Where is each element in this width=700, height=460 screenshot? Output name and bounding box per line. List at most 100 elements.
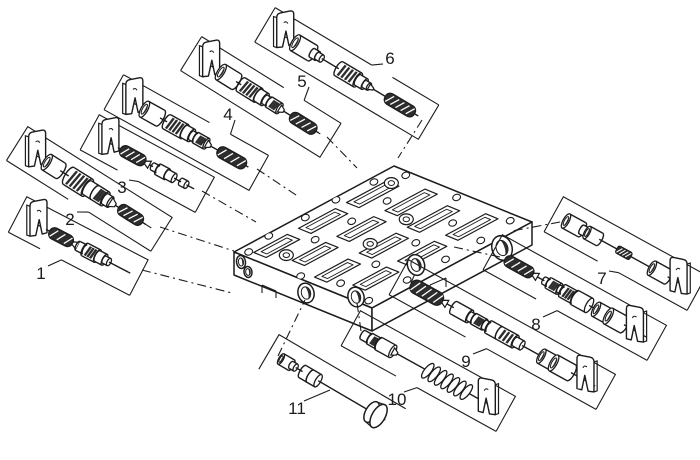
- shape: [217, 149, 227, 156]
- shape: [669, 256, 688, 295]
- callout-7-bracket: [511, 195, 700, 311]
- line: [299, 34, 318, 46]
- valve-stem: [396, 353, 424, 369]
- shape: [477, 318, 485, 327]
- shape: [292, 37, 299, 48]
- bore-plug: [646, 260, 674, 285]
- shape: [511, 261, 521, 269]
- shape: [177, 177, 184, 187]
- shape: [543, 195, 700, 311]
- shape: [6, 125, 173, 252]
- shape: [555, 284, 562, 294]
- valve-taper: [366, 83, 375, 91]
- shape: [26, 204, 31, 237]
- line: [159, 117, 168, 123]
- shape: [74, 240, 81, 251]
- shape: [36, 209, 42, 213]
- line: [245, 165, 249, 168]
- shape: [79, 149, 196, 213]
- shape: [272, 102, 280, 111]
- shape: [432, 295, 444, 304]
- shape: [245, 84, 256, 97]
- line: [603, 323, 621, 334]
- shape: [72, 175, 86, 190]
- shape: [449, 300, 458, 315]
- bore-plug: [214, 63, 243, 91]
- line: [59, 170, 70, 177]
- retainer-clip: [576, 354, 598, 393]
- valve-stem: [295, 367, 303, 373]
- shape: [389, 98, 400, 106]
- bolt-hole: [411, 239, 421, 247]
- shape: [161, 114, 172, 130]
- line: [81, 255, 95, 263]
- shape: [511, 336, 518, 347]
- plug-head: [363, 400, 388, 429]
- shape: [484, 320, 493, 334]
- shape: [366, 83, 375, 91]
- bore-plug: [547, 354, 578, 382]
- assembly-9: [409, 279, 598, 393]
- line: [87, 242, 101, 251]
- shape: [261, 94, 268, 105]
- shape: [550, 358, 557, 368]
- valve-stem: [210, 145, 219, 151]
- line: [548, 370, 568, 382]
- assembly-2: [24, 129, 152, 229]
- line: [236, 90, 255, 103]
- line: [356, 302, 362, 332]
- oil-channel-inner: [452, 216, 492, 238]
- line: [375, 349, 390, 359]
- shape: [480, 319, 488, 330]
- line: [542, 310, 558, 318]
- shape: [83, 180, 100, 200]
- line: [272, 96, 283, 105]
- callout-7-label: 7: [597, 269, 606, 288]
- shape: [503, 255, 535, 279]
- shape: [427, 291, 438, 300]
- line: [160, 163, 171, 170]
- valve-spring: [48, 227, 75, 248]
- shape: [531, 272, 541, 282]
- shape: [133, 216, 144, 223]
- shape: [563, 288, 573, 299]
- shape: [389, 346, 399, 356]
- shape: [68, 172, 82, 188]
- shape: [254, 7, 276, 43]
- callout-6-bracket: [254, 7, 440, 159]
- shape: [625, 304, 645, 343]
- shape: [24, 134, 29, 168]
- shape: [384, 95, 395, 102]
- shape: [201, 39, 221, 78]
- shape: [7, 196, 149, 296]
- shape: [43, 157, 51, 167]
- shape: [108, 127, 114, 131]
- line: [215, 79, 232, 90]
- shape: [410, 282, 421, 291]
- shape: [578, 224, 585, 235]
- callout-1-label: 1: [36, 264, 45, 283]
- shape: [495, 382, 500, 416]
- shape: [168, 119, 179, 131]
- shape: [164, 169, 177, 183]
- retainer-clip: [477, 377, 500, 416]
- shape: [125, 151, 135, 158]
- line: [139, 116, 157, 127]
- valve-spring: [503, 255, 535, 279]
- shape: [305, 369, 315, 383]
- valve-spring: [118, 145, 147, 167]
- bolt-hole: [448, 219, 458, 227]
- shape: [441, 299, 450, 309]
- shape: [477, 377, 497, 416]
- shape: [191, 131, 200, 144]
- shape: [75, 177, 89, 192]
- shape: [354, 290, 361, 303]
- line: [491, 320, 504, 328]
- shape: [29, 198, 48, 237]
- shape: [373, 336, 383, 351]
- bore-plug: [602, 307, 631, 334]
- valve-stem: [315, 130, 319, 134]
- shape: [643, 310, 648, 343]
- line: [630, 256, 653, 269]
